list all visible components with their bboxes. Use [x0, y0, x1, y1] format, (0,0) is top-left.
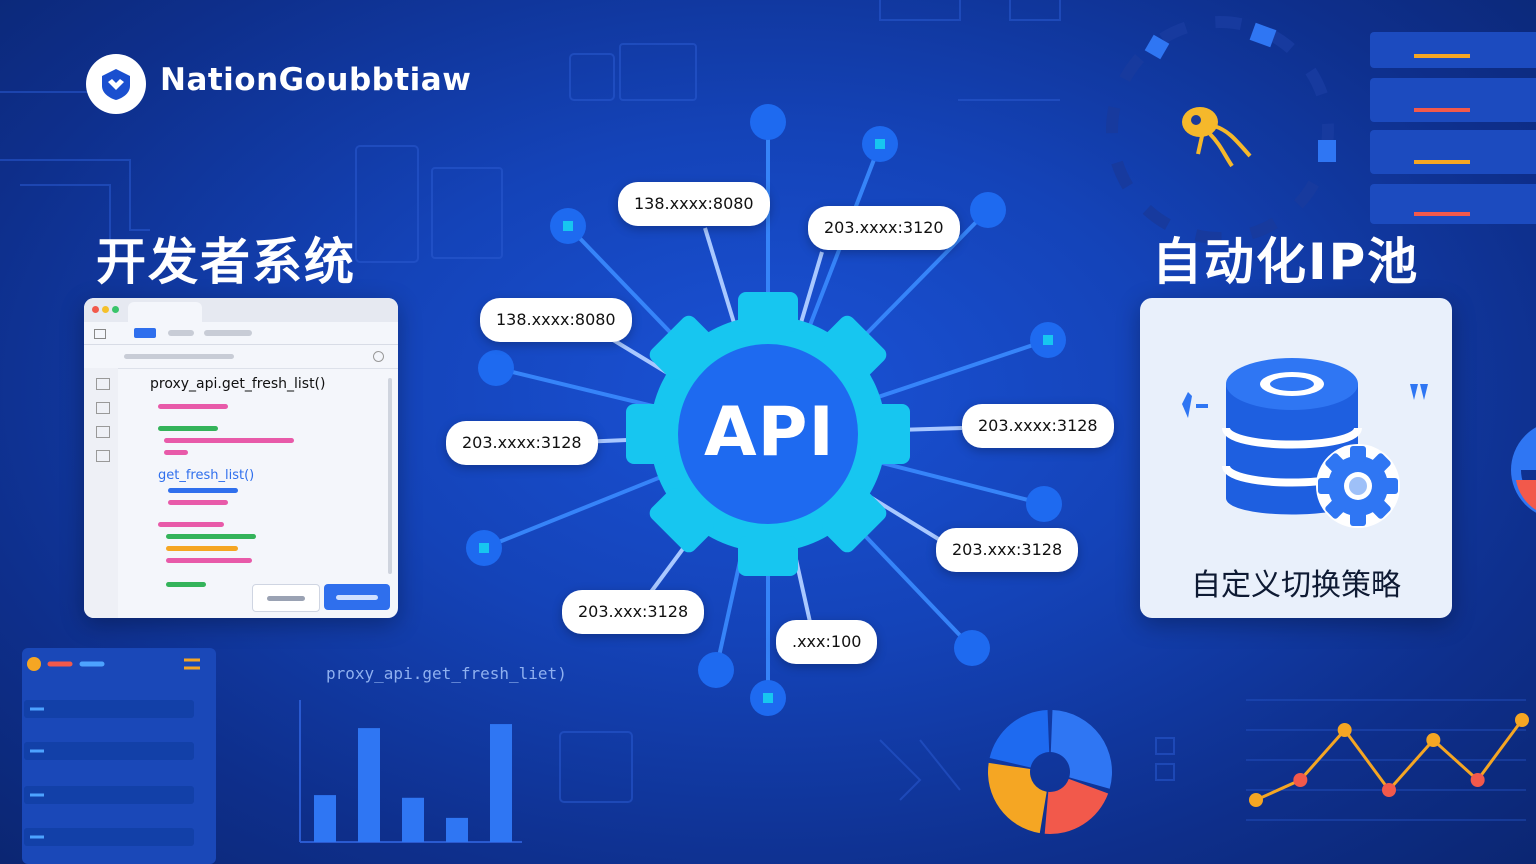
code-body: get_fresh_list()	[158, 404, 398, 594]
run-icon[interactable]	[134, 328, 156, 338]
proxy-node-label[interactable]: 138.xxxx:8080	[618, 182, 770, 226]
grid-icon[interactable]	[96, 402, 110, 414]
bar-mark	[358, 728, 380, 842]
line-point	[1249, 793, 1263, 807]
cancel-button[interactable]	[252, 584, 320, 612]
brand-name: NationGoubbtiaw	[160, 62, 472, 98]
node-dot	[698, 652, 734, 688]
pie-chart	[988, 710, 1112, 834]
editor-scrollbar[interactable]	[388, 378, 392, 574]
line-point	[1337, 723, 1352, 737]
node-dot	[478, 350, 514, 386]
minimize-dot[interactable]	[102, 306, 109, 313]
proxy-node-label[interactable]: 203.xxxx:3128	[446, 421, 598, 465]
editor-toolbar	[84, 322, 398, 345]
line-point	[1293, 773, 1308, 787]
bar-chart	[299, 700, 522, 843]
editor-sidebar	[84, 368, 118, 618]
line-point	[1382, 783, 1396, 797]
search-icon[interactable]	[373, 351, 384, 362]
brand-logo	[86, 54, 146, 114]
editor-titlebar	[84, 298, 398, 322]
bar-mark	[314, 795, 336, 842]
pie-slice	[988, 762, 1047, 834]
settings-icon[interactable]	[96, 426, 110, 438]
bar-mark	[490, 724, 512, 842]
robot-mascot-icon	[1182, 107, 1252, 168]
editor-tab[interactable]	[128, 302, 202, 322]
files-icon[interactable]	[96, 378, 110, 390]
api-hub-label: API	[704, 393, 835, 472]
proxy-node-label[interactable]: 203.xxx:3128	[936, 528, 1079, 572]
bar-mark	[446, 817, 468, 842]
pie-slice	[1050, 710, 1112, 789]
proxy-node-label[interactable]: 203.xxxx:3120	[808, 206, 960, 250]
pie-slice	[989, 710, 1050, 768]
code-line: proxy_api.get_fresh_list()	[150, 376, 326, 392]
pie-slice	[1044, 778, 1109, 834]
monitor-icon[interactable]	[96, 450, 110, 462]
node-dot	[750, 104, 786, 140]
developer-system-title: 开发者系统	[96, 233, 356, 291]
ip-pool-card: 自定义切换策略	[1140, 298, 1452, 618]
line-point	[1426, 733, 1441, 747]
toolbar-item[interactable]	[204, 330, 252, 336]
menu-icon[interactable]	[94, 329, 106, 339]
node-dot	[970, 192, 1006, 228]
ip-pool-title: 自动化IP池	[1152, 233, 1420, 291]
proxy-node-label[interactable]: 203.xxx:3128	[562, 590, 705, 634]
code-function-call: get_fresh_list()	[158, 468, 255, 483]
proxy-node-label[interactable]: .xxx:100	[776, 620, 878, 664]
database-gear-icon	[1182, 358, 1428, 528]
line-chart	[1246, 699, 1529, 821]
close-dot[interactable]	[92, 306, 99, 313]
toolbar-item[interactable]	[168, 330, 194, 336]
line-point	[1515, 713, 1529, 727]
proxy-node-label[interactable]: 203.xxxx:3128	[962, 404, 1114, 448]
shield-heart-icon	[102, 69, 130, 100]
line-point	[1470, 773, 1485, 787]
code-caption: proxy_api.get_fresh_liet)	[326, 664, 567, 683]
node-dot	[954, 630, 990, 666]
editor-breadcrumb	[84, 344, 398, 369]
bar-mark	[402, 797, 424, 842]
code-editor-window: proxy_api.get_fresh_list() get_fresh_lis…	[84, 298, 398, 618]
node-dot	[1026, 486, 1062, 522]
confirm-button[interactable]	[324, 584, 390, 610]
proxy-node-label[interactable]: 138.xxxx:8080	[480, 298, 632, 342]
maximize-dot[interactable]	[112, 306, 119, 313]
switch-strategy-label: 自定义切换策略	[1191, 568, 1401, 603]
